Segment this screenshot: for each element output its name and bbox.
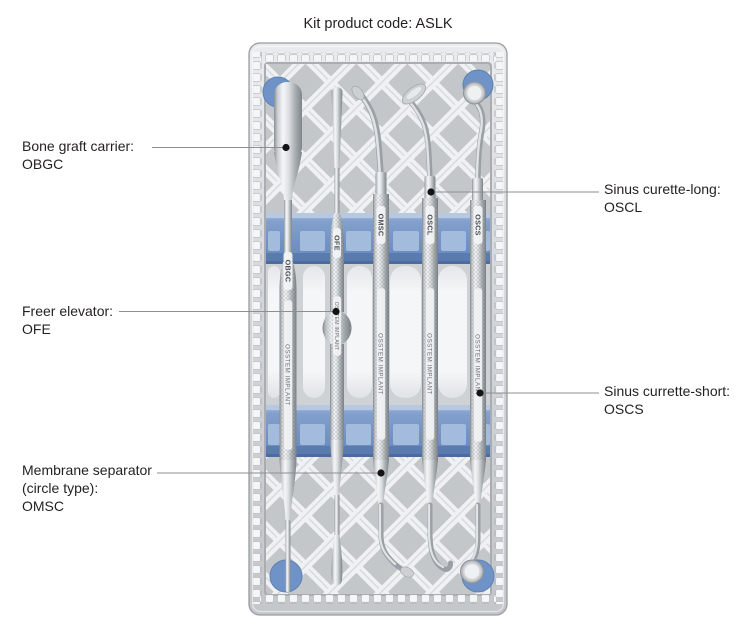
- callout-dot-ofe: [332, 307, 340, 316]
- callout-membrane-separator: Membrane separator (circle type): OMSC: [22, 461, 152, 515]
- callout-label: (circle type):: [22, 480, 99, 496]
- code-band: [376, 206, 386, 244]
- code-band: [425, 206, 435, 244]
- brand-label: OSSTEM IMPLANT: [474, 334, 481, 396]
- instrument-ofe: OFE OSSTEM IMPLANT: [322, 87, 352, 586]
- leader-lines: [119, 147, 599, 474]
- callout-sinus-curette-short: Sinus currette-short: OSCS: [604, 382, 730, 418]
- callout-sinus-curette-long: Sinus curette-long: OSCL: [604, 180, 721, 216]
- callout-label: Membrane separator: [22, 462, 152, 478]
- brand-band: [473, 287, 483, 443]
- brand-label: OSSTEM IMPLANT: [377, 333, 384, 395]
- instrument-obgc: OBGC OSSTEM IMPLANT: [274, 82, 302, 592]
- callout-dot-oscs: [476, 389, 484, 397]
- instrument-code-oscs: OSCS: [474, 214, 483, 236]
- callout-code: OFE: [22, 321, 51, 337]
- callout-label: Sinus currette-short:: [604, 383, 731, 399]
- callout-label: Freer elevator:: [22, 303, 114, 319]
- instrument-oscl: OSCL OSSTEM IMPLANT: [401, 83, 454, 572]
- tray-perforations: [253, 52, 503, 604]
- callout-dot-omsc: [377, 469, 385, 477]
- callout-dot-obgc: [282, 143, 290, 152]
- code-band: [473, 206, 483, 244]
- kit-title: Kit product code: ASLK: [303, 16, 453, 32]
- callout-code: OSCL: [604, 199, 643, 215]
- brand-label: OSSTEM IMPLANT: [426, 333, 433, 395]
- callout-code: OMSC: [22, 498, 64, 514]
- instrument-code-ofe: OFE: [333, 235, 342, 251]
- callout-label: Bone graft carrier:: [22, 138, 135, 154]
- brand-label: OSSTEM IMPLANT: [284, 344, 291, 406]
- callout-freer-elevator: Freer elevator: OFE: [22, 302, 113, 338]
- instrument-code-obgc: OBGC: [284, 260, 293, 283]
- brand-band: [283, 299, 293, 451]
- callout-dot-oscl: [427, 188, 435, 196]
- callout-dots: [282, 143, 484, 477]
- callout-code: OSCS: [604, 401, 644, 417]
- tray-slots: [268, 266, 467, 398]
- brand-label: OSSTEM IMPLANT: [333, 302, 339, 351]
- callout-code: OBGC: [22, 156, 64, 172]
- instrument-code-omsc: OMSC: [377, 214, 386, 237]
- instrument-code-oscl: OSCL: [426, 214, 435, 235]
- instrument-omsc: OMSC OSSTEM IMPLANT: [351, 85, 414, 578]
- code-band: [333, 228, 341, 258]
- callout-label: Sinus curette-long:: [604, 181, 721, 197]
- callout-bone-graft-carrier: Bone graft carrier: OBGC: [22, 137, 134, 173]
- brand-band: [425, 287, 435, 441]
- tray-rim-highlight: [251, 45, 505, 613]
- brand-band: [376, 287, 386, 441]
- code-band: [283, 252, 293, 290]
